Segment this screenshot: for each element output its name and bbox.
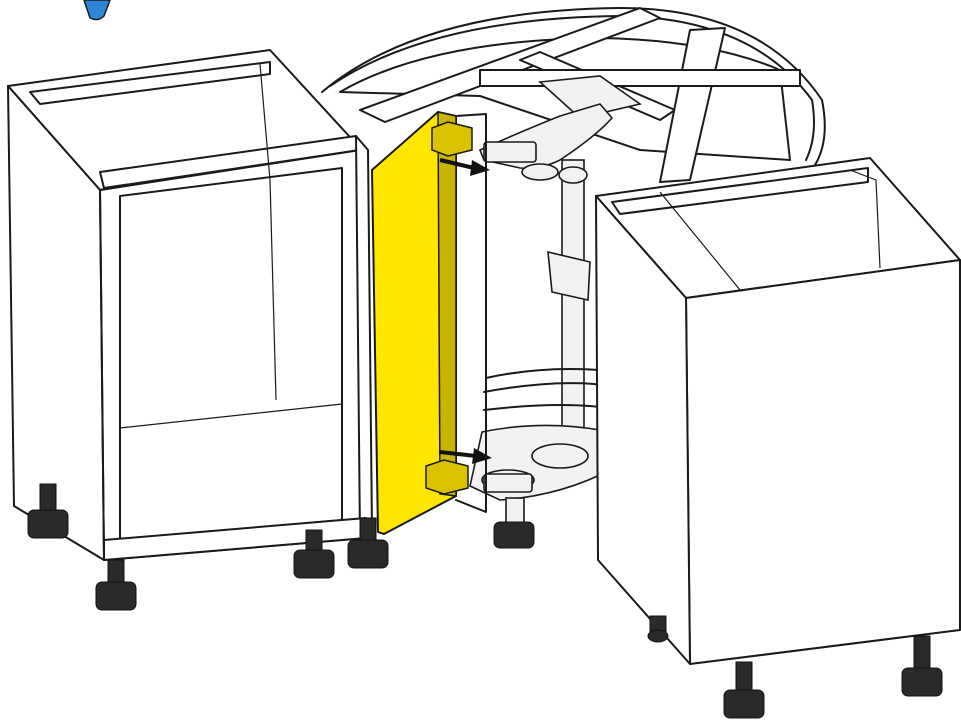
right-cabinet (595, 157, 961, 665)
leg (901, 635, 943, 697)
bottom-hinge (425, 459, 469, 495)
carousel-pole (478, 103, 614, 461)
pole-shaft (561, 159, 585, 461)
right-cabinet-legs (647, 615, 943, 719)
leg (27, 483, 69, 539)
top-hub-plate (538, 75, 642, 119)
leg (95, 559, 137, 611)
top-hinge (431, 121, 473, 157)
carousel-top-frame (321, 7, 826, 183)
door-edge (437, 111, 457, 497)
arrow-icon (439, 158, 490, 176)
carousel-bottom-tray (469, 368, 621, 549)
leg (293, 529, 335, 579)
leg (347, 517, 389, 569)
screwdriver-icon (83, 0, 111, 21)
arrow-icon (439, 448, 492, 464)
pole-mid-clamp (547, 250, 591, 301)
left-cabinet (7, 49, 373, 561)
carousel-door (371, 111, 473, 535)
left-cabinet-legs (27, 483, 389, 611)
bottom-bracket-clip (483, 473, 533, 493)
leg (723, 661, 765, 719)
center-leg (493, 521, 535, 549)
top-bracket-clip (483, 141, 537, 163)
leg (647, 615, 669, 643)
